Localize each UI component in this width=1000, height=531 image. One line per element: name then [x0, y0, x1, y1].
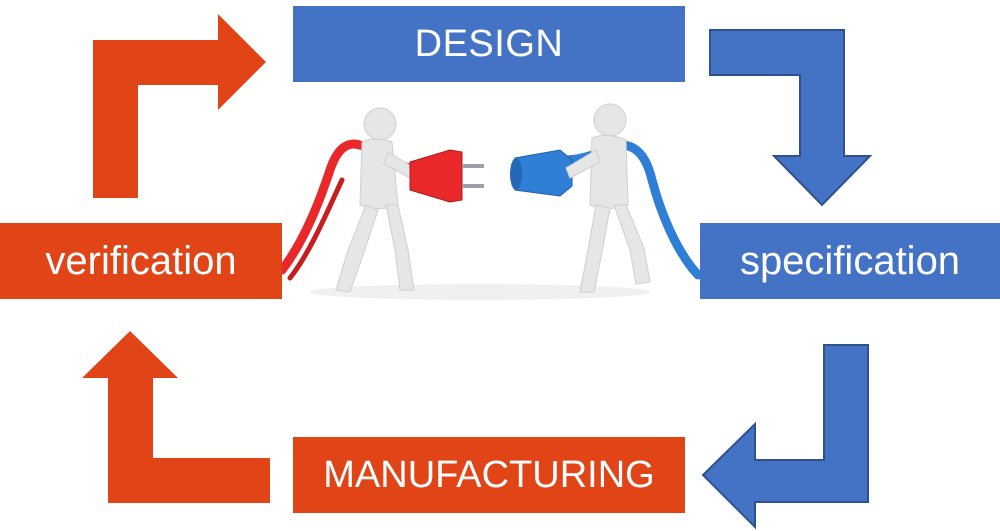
- specification-box: specification: [700, 223, 1000, 299]
- verification-label: verification: [45, 238, 237, 283]
- arrow-down-blue-icon: [709, 29, 873, 207]
- specification-label: specification: [739, 238, 961, 283]
- design-box: DESIGN: [293, 6, 685, 82]
- manufacturing-label: MANUFACTURING: [323, 453, 655, 496]
- two-figures-connecting-plugs-icon: [277, 103, 703, 300]
- arrow-up-orange-icon: [82, 331, 270, 503]
- verification-box: verification: [0, 223, 282, 299]
- arrow-right-orange-icon: [93, 14, 266, 198]
- arrow-left-blue-icon: [701, 344, 869, 530]
- manufacturing-box: MANUFACTURING: [293, 437, 685, 513]
- design-label: DESIGN: [414, 22, 564, 65]
